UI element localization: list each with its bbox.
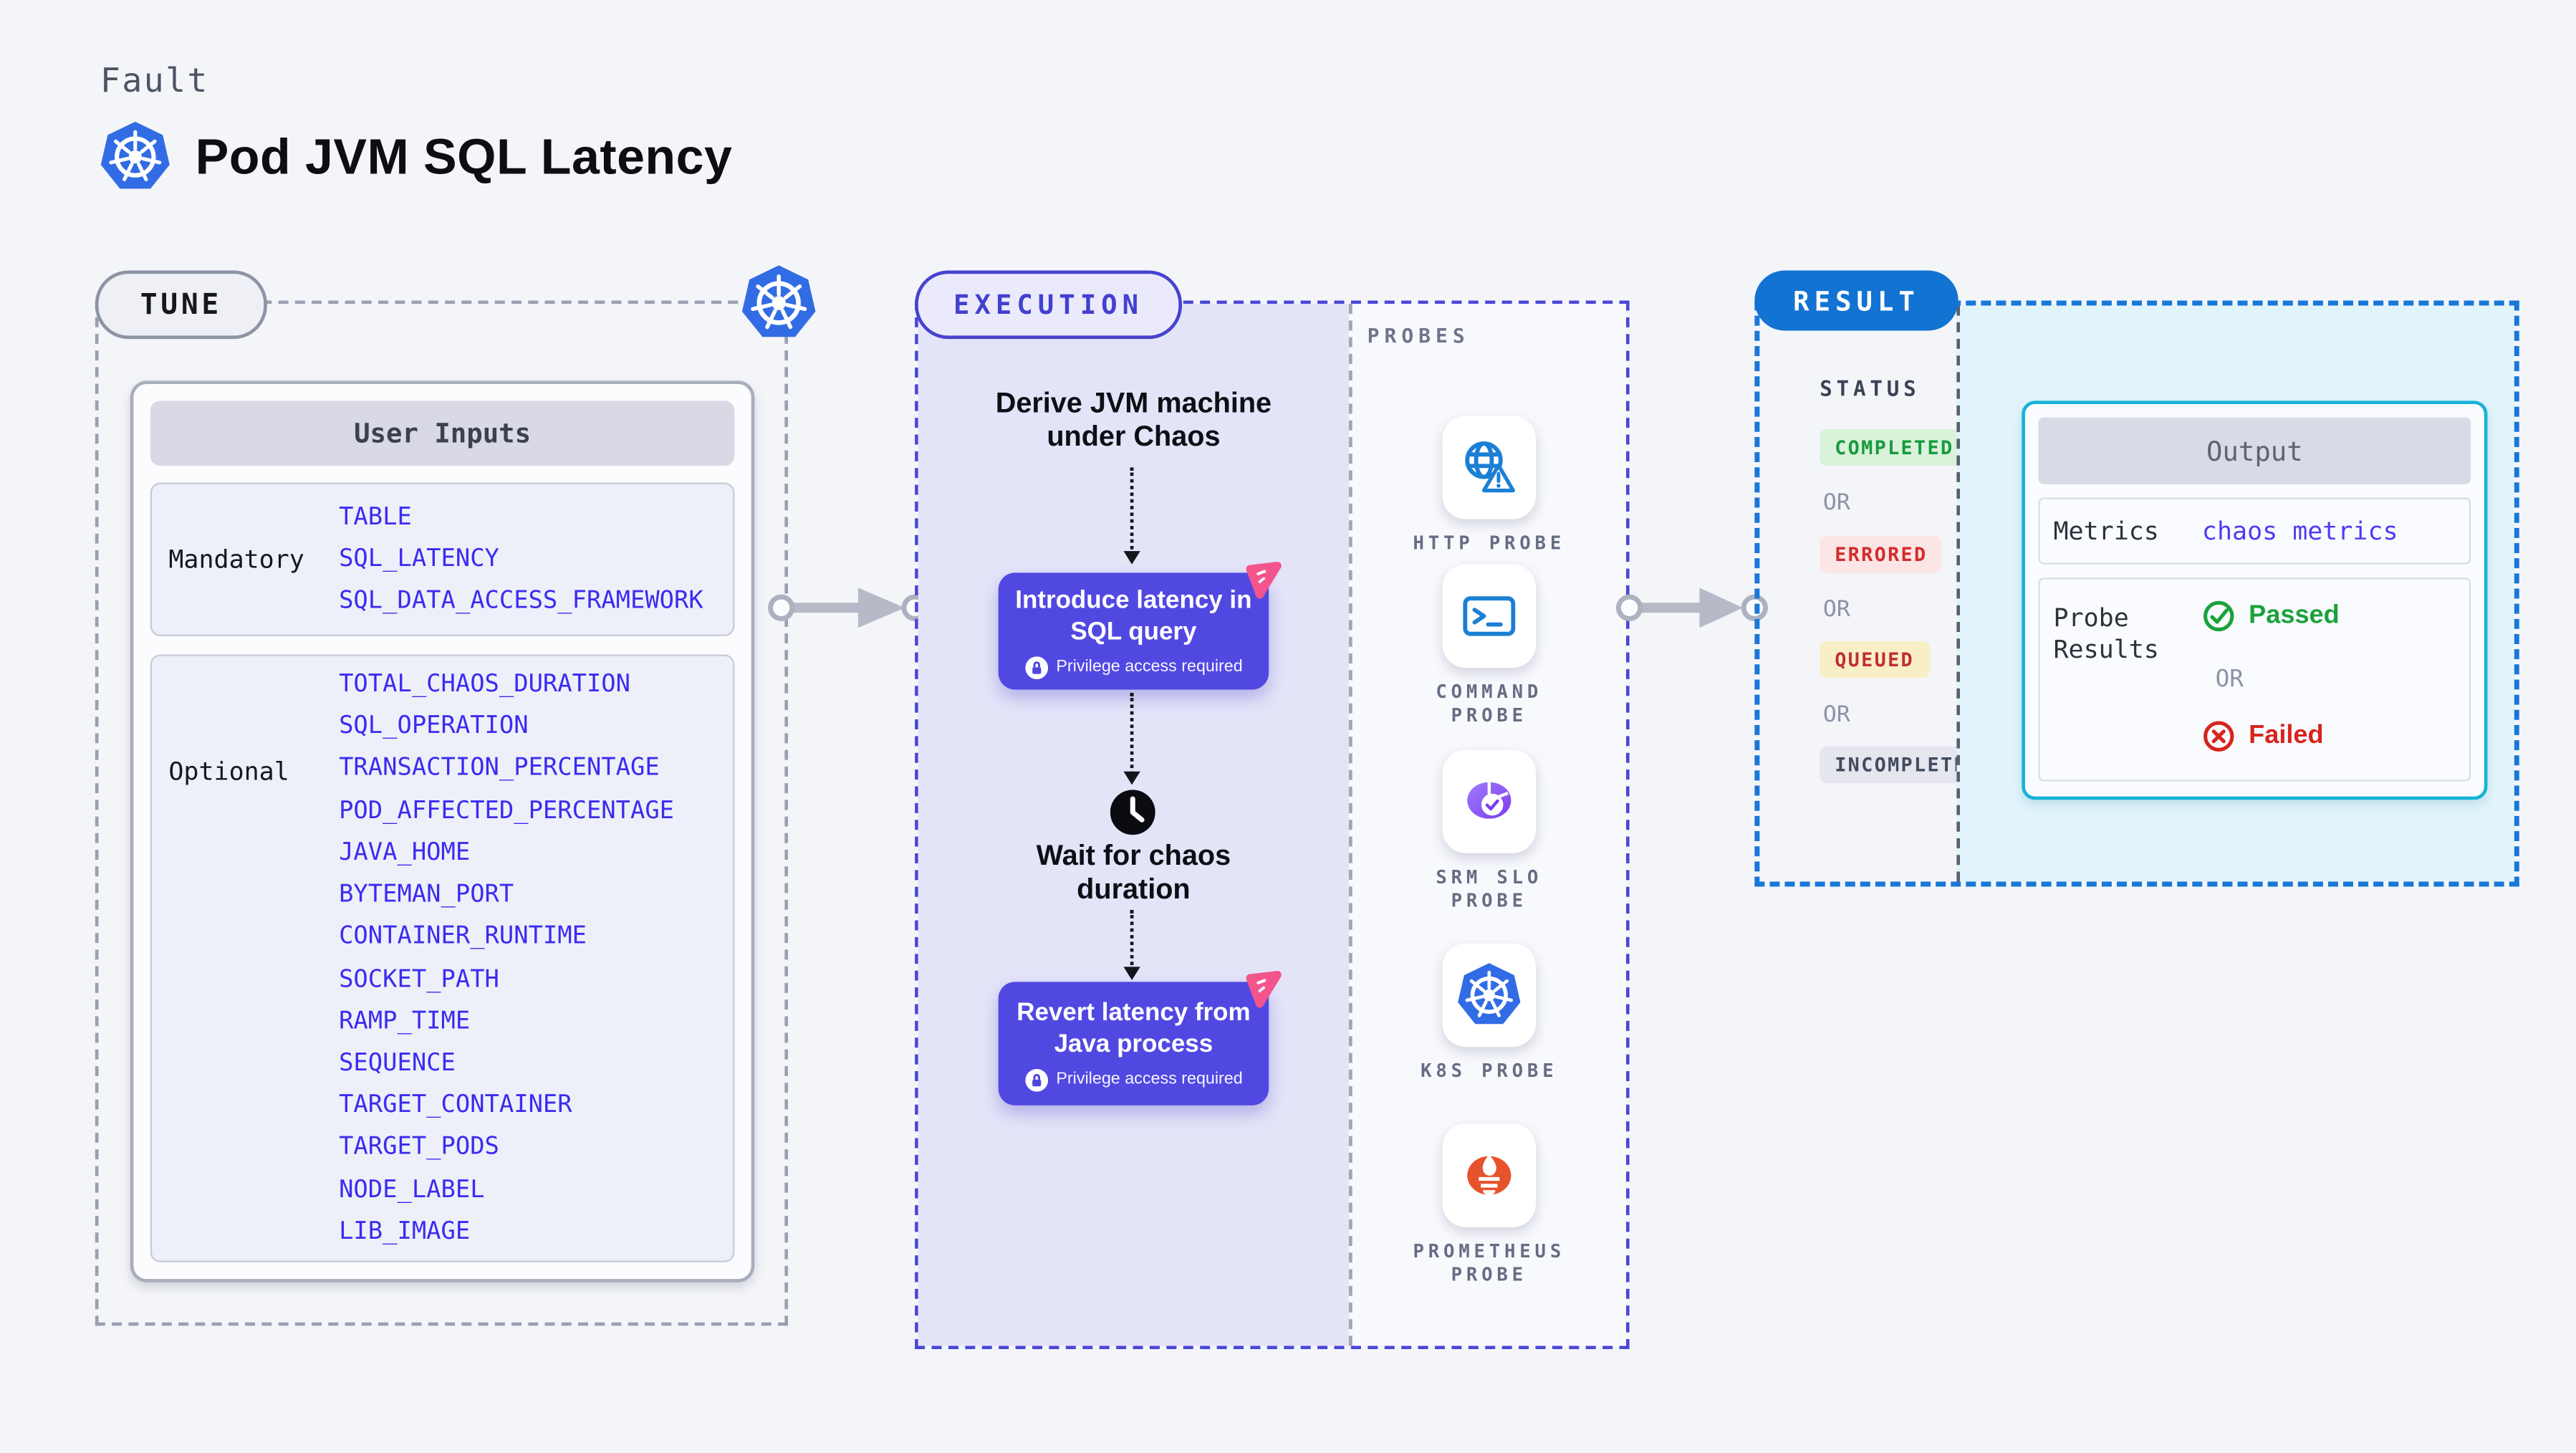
chaos-metrics-link[interactable]: chaos metrics	[2201, 516, 2398, 547]
metrics-row: Metrics chaos metrics	[2038, 497, 2471, 565]
execution-section-label: EXECUTION	[915, 270, 1182, 340]
privilege-note: Privilege access required	[1024, 655, 1243, 679]
result-section-label: RESULT	[1754, 270, 1959, 331]
probe-item-prometheus: PROMETHEUS PROBE	[1352, 1123, 1626, 1285]
page-title: Pod JVM SQL Latency	[195, 130, 733, 186]
input-variable: RAMP_TIME	[339, 1008, 471, 1035]
revert-latency-step[interactable]: Revert latency from Java process Privile…	[998, 982, 1269, 1106]
probe-item-srm-slo: SRM SLO PROBE	[1352, 749, 1626, 911]
probe-label: K8S PROBE	[1421, 1060, 1558, 1083]
flow-connector	[1123, 693, 1140, 785]
probe-results-label: Probe Results	[2053, 603, 2159, 665]
input-variable: SQL_LATENCY	[339, 546, 499, 573]
input-variable: TABLE	[339, 504, 412, 532]
mandatory-values: TABLE SQL_LATENCY SQL_DATA_ACCESS_FRAMEW…	[332, 484, 733, 635]
probe-item-http: HTTP PROBE	[1352, 416, 1626, 555]
flow-arrow	[1615, 588, 1768, 628]
input-variable: SOCKET_PATH	[339, 966, 499, 993]
x-circle-icon	[2203, 721, 2234, 752]
probe-item-command: COMMAND PROBE	[1352, 564, 1626, 726]
probe-card[interactable]	[1442, 564, 1537, 668]
probe-card[interactable]	[1442, 416, 1537, 519]
or-separator: OR	[1822, 489, 1850, 517]
input-variable: TOTAL_CHAOS_DURATION	[339, 671, 631, 699]
slo-pie-icon	[1467, 780, 1512, 819]
result-section: RESULT STATUS COMPLETED OR ERRORED OR QU…	[1754, 270, 2519, 887]
optional-inputs-row: Optional TOTAL_CHAOS_DURATION SQL_OPERAT…	[150, 654, 735, 1262]
kubernetes-icon	[739, 264, 818, 342]
flow-connector	[1123, 910, 1140, 981]
input-variable: NODE_LABEL	[339, 1176, 485, 1204]
input-variable: TARGET_PODS	[339, 1134, 499, 1161]
input-variable: JAVA_HOME	[339, 839, 471, 867]
or-separator: OR	[1822, 595, 1850, 623]
probe-label: SRM SLO PROBE	[1436, 866, 1543, 911]
probe-card[interactable]	[1442, 1123, 1537, 1227]
user-inputs-card: User Inputs Mandatory TABLE SQL_LATENCY …	[130, 380, 755, 1282]
user-inputs-title: User Inputs	[150, 401, 735, 466]
failed-result: Failed	[2202, 719, 2324, 753]
probe-item-k8s: K8S PROBE	[1352, 943, 1626, 1083]
tune-section-label: TUNE	[95, 270, 267, 340]
input-variable: SQL_DATA_ACCESS_FRAMEWORK	[339, 588, 703, 615]
prometheus-icon	[1467, 1154, 1512, 1196]
output-panel: Output Metrics chaos metrics Probe Resul…	[1956, 305, 2514, 882]
chaos-icon	[1242, 560, 1284, 601]
input-variable: CONTAINER_RUNTIME	[339, 924, 587, 951]
mandatory-label: Mandatory	[168, 544, 304, 575]
status-title: STATUS	[1820, 375, 1921, 401]
clock-icon	[1110, 790, 1155, 835]
step-derive-jvm: Derive JVM machine under Chaos	[995, 387, 1272, 452]
input-variable: TARGET_CONTAINER	[339, 1092, 572, 1119]
fault-kicker: Fault	[100, 59, 209, 100]
status-badge-errored: ERRORED	[1820, 536, 1943, 573]
privilege-note: Privilege access required	[1024, 1068, 1243, 1091]
step-wait-duration: Wait for chaos duration	[1036, 840, 1231, 904]
flow-connector	[1123, 467, 1140, 565]
input-variable: POD_AFFECTED_PERCENTAGE	[339, 797, 675, 825]
metrics-label: Metrics	[2053, 516, 2159, 547]
or-separator: OR	[1822, 701, 1850, 729]
kubernetes-icon	[1456, 962, 1522, 1028]
execution-section: EXECUTION Derive JVM machine under Chaos…	[915, 270, 1630, 1350]
input-variable: BYTEMAN_PORT	[339, 881, 514, 909]
optional-label: Optional	[168, 756, 289, 787]
step-title: Revert latency from Java process	[1017, 997, 1251, 1058]
globe-alert-icon	[1465, 441, 1515, 493]
chaos-icon	[1242, 969, 1284, 1010]
or-separator: OR	[2215, 666, 2244, 694]
execution-flow: Derive JVM machine under Chaos Introduce…	[918, 304, 1350, 1346]
lock-icon	[1024, 1068, 1048, 1091]
status-badge-completed: COMPLETED	[1820, 428, 1969, 466]
input-variable: LIB_IMAGE	[339, 1218, 471, 1246]
check-circle-icon	[2203, 600, 2234, 632]
mandatory-inputs-row: Mandatory TABLE SQL_LATENCY SQL_DATA_ACC…	[150, 482, 735, 636]
probe-label: PROMETHEUS PROBE	[1413, 1240, 1566, 1285]
introduce-latency-step[interactable]: Introduce latency in SQL query Privilege…	[998, 572, 1269, 690]
passed-result: Passed	[2202, 600, 2340, 633]
optional-values: TOTAL_CHAOS_DURATION SQL_OPERATION TRANS…	[332, 656, 733, 1261]
probe-card[interactable]	[1442, 749, 1537, 853]
probe-label: HTTP PROBE	[1413, 532, 1566, 555]
probe-results-row: Probe Results Passed OR	[2038, 577, 2471, 782]
step-title: Introduce latency in SQL query	[1015, 585, 1252, 646]
input-variable: TRANSACTION_PERCENTAGE	[339, 755, 660, 782]
input-variable: SQL_OPERATION	[339, 713, 529, 740]
input-variable: SEQUENCE	[339, 1050, 456, 1078]
probes-panel: PROBES HTTP PROBE	[1349, 304, 1626, 1346]
probe-card[interactable]	[1442, 943, 1537, 1047]
output-title: Output	[2038, 417, 2471, 484]
output-card: Output Metrics chaos metrics Probe Resul…	[2022, 401, 2488, 800]
flow-arrow	[768, 588, 928, 628]
kubernetes-icon	[98, 120, 172, 194]
terminal-icon	[1463, 596, 1516, 636]
lock-icon	[1024, 655, 1048, 679]
status-column: STATUS COMPLETED OR ERRORED OR QUEUED OR…	[1759, 305, 1996, 881]
tune-section: TUNE User Inputs Mandatory TABLE SQL_LAT…	[95, 300, 788, 1326]
status-badge-queued: QUEUED	[1820, 641, 1930, 678]
probe-label: COMMAND PROBE	[1436, 681, 1543, 726]
probes-panel-label: PROBES	[1367, 324, 1470, 347]
